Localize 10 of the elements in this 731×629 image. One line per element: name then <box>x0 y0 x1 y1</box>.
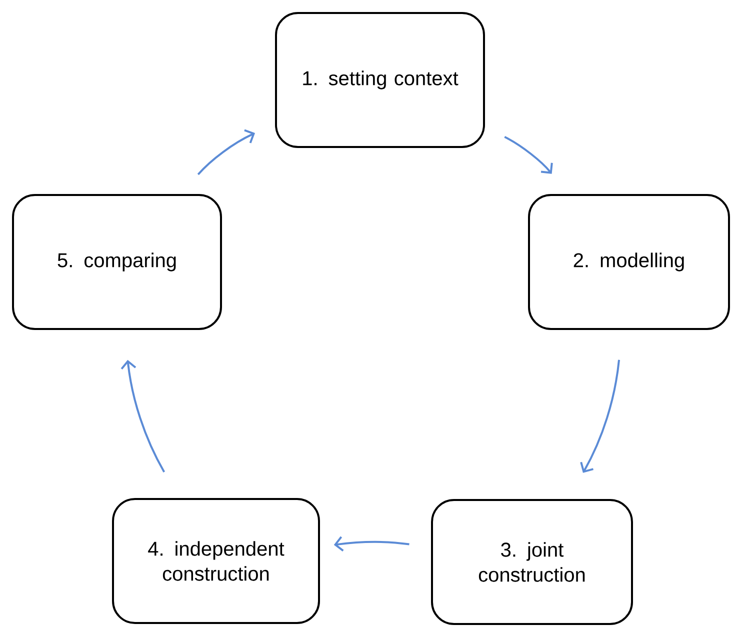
arrow <box>334 536 410 552</box>
process-box: 4. independent construction <box>112 498 320 624</box>
process-box: 3. joint construction <box>431 499 633 625</box>
arrow <box>504 136 553 174</box>
arrow <box>580 360 620 473</box>
process-box: 1. setting context <box>275 12 485 148</box>
arrow <box>120 360 166 472</box>
process-box: 5. comparing <box>12 194 222 330</box>
arrow <box>197 129 256 176</box>
process-box: 2. modelling <box>528 194 730 330</box>
